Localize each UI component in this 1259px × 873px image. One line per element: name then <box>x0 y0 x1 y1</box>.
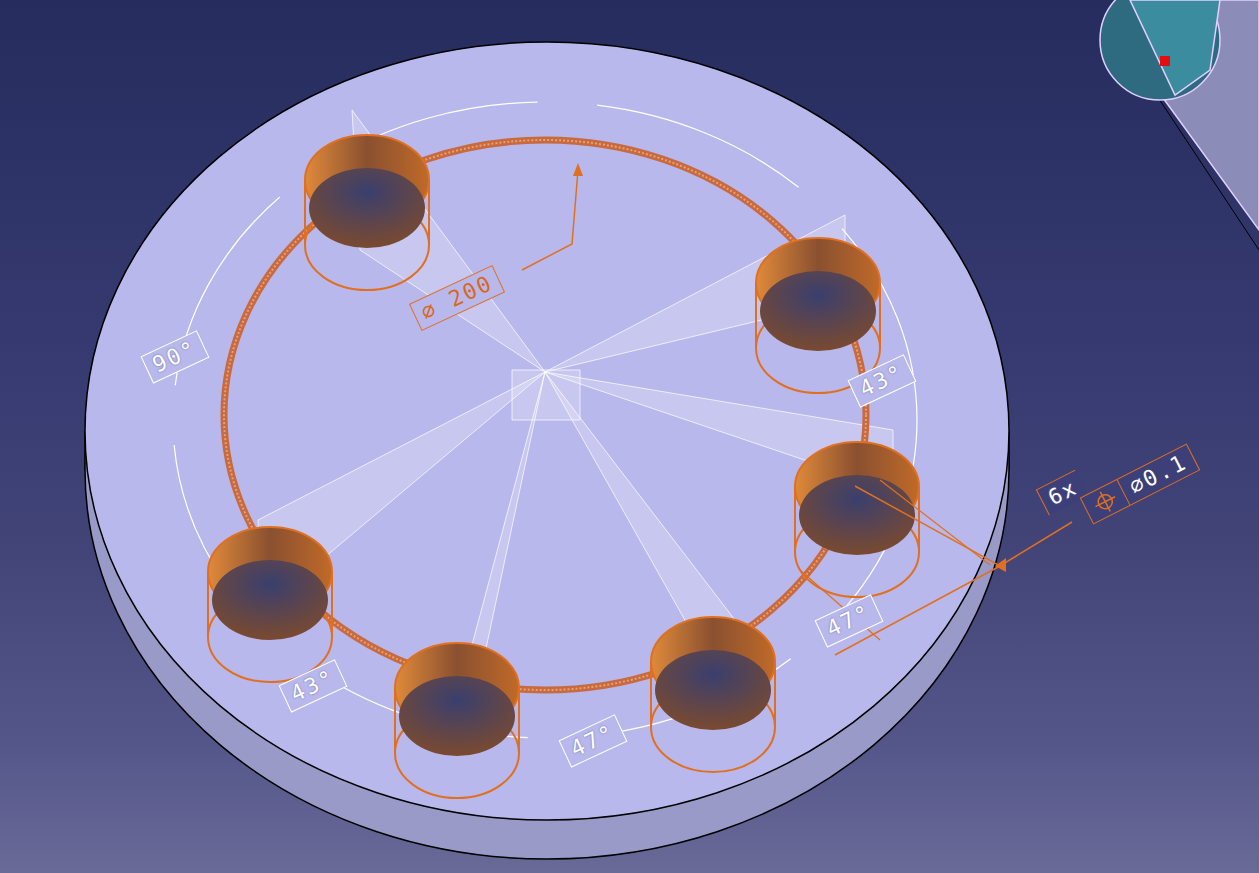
feature-control-frame: ⌀0.1 <box>1080 443 1201 524</box>
position-tolerance: ⌀0.1 <box>1118 445 1199 505</box>
position-symbol <box>1081 480 1130 524</box>
pattern-count: 6x <box>1036 469 1089 515</box>
